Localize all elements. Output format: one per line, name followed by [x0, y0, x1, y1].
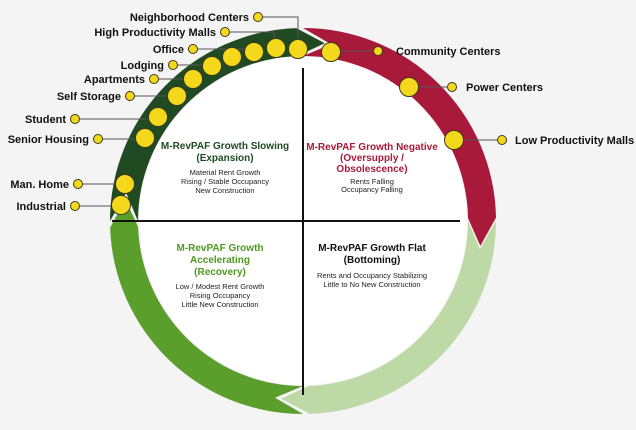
property-dot — [111, 195, 131, 215]
oversupply-desc-2: Occupancy Falling — [341, 185, 403, 194]
label-dot — [70, 201, 80, 211]
property-label: Office — [153, 44, 184, 56]
recovery-title-1: M-RevPAF Growth — [176, 243, 263, 254]
quadrant-expansion: M-RevPAF Growth Slowing (Expansion) Mate… — [161, 141, 289, 195]
property-label: Neighborhood Centers — [130, 12, 249, 24]
bottoming-desc-1: Rents and Occupancy Stabilizing — [317, 271, 427, 280]
marker-apartments: Apartments — [84, 69, 203, 89]
recovery-desc-3: Little New Construction — [181, 300, 258, 309]
recovery-title-2: Accelerating — [190, 255, 250, 266]
property-label: Community Centers — [396, 46, 501, 58]
marker-self-storage: Self Storage — [57, 86, 187, 106]
property-dot — [244, 42, 264, 62]
label-dot — [73, 179, 83, 189]
property-dot — [288, 39, 308, 59]
property-label: Self Storage — [57, 91, 121, 103]
label-dot — [373, 46, 383, 56]
label-dot — [149, 74, 159, 84]
property-label: Senior Housing — [8, 134, 89, 146]
property-dot — [321, 42, 341, 62]
label-dot — [70, 114, 80, 124]
expansion-desc-1: Material Rent Growth — [190, 168, 261, 177]
property-dot — [399, 77, 419, 97]
marker-lodging: Lodging — [121, 47, 242, 76]
expansion-desc-3: New Construction — [195, 186, 254, 195]
property-label: Low Productivity Malls — [515, 135, 634, 147]
property-dot-2 — [202, 56, 222, 76]
property-dot — [115, 174, 135, 194]
property-dot — [148, 107, 168, 127]
label-dot — [188, 44, 198, 54]
property-dot — [167, 86, 187, 106]
property-dot — [222, 47, 242, 67]
oversupply-desc-1: Rents Falling — [350, 177, 394, 186]
recovery-title-3: (Recovery) — [194, 267, 246, 278]
label-dot — [447, 82, 457, 92]
property-label: High Productivity Malls — [94, 27, 216, 39]
quadrant-recovery: M-RevPAF Growth Accelerating (Recovery) … — [176, 243, 265, 309]
marker-student: Student — [25, 107, 168, 127]
property-dot — [135, 128, 155, 148]
label-dot — [220, 27, 230, 37]
expansion-title-1: M-RevPAF Growth Slowing — [161, 141, 289, 152]
quadrant-oversupply: M-RevPAF Growth Negative (Oversupply / O… — [306, 142, 438, 194]
quadrant-bottoming: M-RevPAF Growth Flat (Bottoming) Rents a… — [317, 243, 427, 289]
recovery-desc-2: Rising Occupancy — [190, 291, 251, 300]
property-label: Power Centers — [466, 82, 543, 94]
property-label: Student — [25, 114, 66, 126]
marker-community-centers: Community Centers — [321, 42, 501, 62]
marker-high-productivity-malls: High Productivity Malls — [94, 27, 286, 58]
property-label: Apartments — [84, 74, 145, 86]
property-type-markers: Neighborhood Centers High Productivity M… — [8, 12, 634, 215]
property-label: Lodging — [121, 60, 164, 72]
property-dot — [183, 69, 203, 89]
property-label: Man. Home — [10, 179, 69, 191]
property-dot — [266, 38, 286, 58]
marker-industrial: Industrial — [16, 195, 131, 215]
bottoming-title-1: M-RevPAF Growth Flat — [318, 243, 426, 254]
oversupply-title-2: (Oversupply / — [340, 153, 404, 164]
recovery-desc-1: Low / Modest Rent Growth — [176, 282, 265, 291]
bottoming-title-2: (Bottoming) — [344, 255, 401, 266]
marker-neighborhood-centers: Neighborhood Centers — [130, 12, 308, 59]
label-dot — [497, 135, 507, 145]
marker-man-home: Man. Home — [10, 174, 135, 194]
label-dot — [168, 60, 178, 70]
marker-office: Office — [153, 42, 264, 62]
property-dot — [444, 130, 464, 150]
marker-power-centers: Power Centers — [399, 77, 543, 97]
oversupply-title-3: Obsolescence) — [336, 164, 407, 175]
label-dot — [253, 12, 263, 22]
marker-low-productivity-malls: Low Productivity Malls — [444, 130, 634, 150]
expansion-title-2: (Expansion) — [196, 153, 253, 164]
leader-line — [260, 16, 299, 47]
bottoming-desc-2: Little to No New Construction — [323, 280, 420, 289]
label-dot — [93, 134, 103, 144]
marker-senior-housing: Senior Housing — [8, 128, 155, 148]
oversupply-title-1: M-RevPAF Growth Negative — [306, 142, 438, 153]
label-dot — [125, 91, 135, 101]
expansion-desc-2: Rising / Stable Occupancy — [181, 177, 269, 186]
property-label: Industrial — [16, 201, 66, 213]
